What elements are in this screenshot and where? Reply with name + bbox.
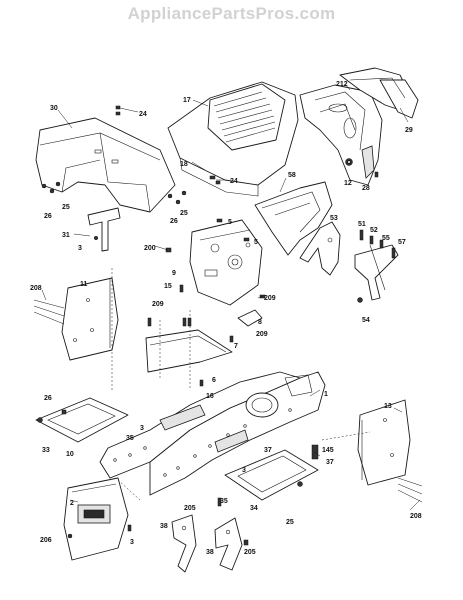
- callout-7: 7: [234, 343, 238, 350]
- hood-grille: [213, 91, 276, 143]
- callout-57: 57: [398, 239, 406, 246]
- part-rear-fender[interactable]: [35, 117, 176, 213]
- part-grille-housing[interactable]: [299, 84, 383, 186]
- callout-145: 145: [322, 447, 334, 454]
- callout-24: 24: [139, 111, 147, 118]
- callout-29: 29: [405, 127, 413, 134]
- callout-25c: 25: [286, 519, 294, 526]
- part-linkage[interactable]: [354, 229, 399, 303]
- part-left-footrest[interactable]: [35, 397, 129, 443]
- callout-33: 33: [42, 447, 50, 454]
- callout-208b: 208: [410, 513, 422, 520]
- callout-13: 13: [384, 403, 392, 410]
- hood-hardware[interactable]: [41, 105, 379, 241]
- callout-200: 200: [144, 245, 156, 252]
- callout-35b: 35: [220, 498, 228, 505]
- callout-205b: 205: [244, 549, 256, 556]
- callout-3c: 3: [242, 467, 246, 474]
- callout-labels: 30 24 17 212 29 18 24 12 28 26 25 26 25 …: [30, 81, 422, 556]
- callout-53: 53: [330, 215, 338, 222]
- callout-54: 54: [362, 317, 370, 324]
- panel-hardware[interactable]: [165, 218, 266, 299]
- part-floor-plate[interactable]: [145, 309, 263, 390]
- callout-18: 18: [180, 161, 188, 168]
- callout-5b: 5: [254, 239, 258, 246]
- callout-208: 208: [30, 285, 42, 292]
- callout-26: 26: [44, 213, 52, 220]
- callout-26b: 26: [170, 218, 178, 225]
- callout-25: 25: [62, 204, 70, 211]
- callout-209c: 209: [256, 331, 268, 338]
- callout-26c: 26: [44, 395, 52, 402]
- callout-1: 1: [324, 391, 328, 398]
- part-left-side-panel[interactable]: [33, 268, 119, 390]
- part-dash-bracket[interactable]: [189, 219, 263, 306]
- callout-209b: 209: [264, 295, 276, 302]
- callout-205: 205: [184, 505, 196, 512]
- callout-3b: 3: [140, 425, 144, 432]
- callout-5: 5: [228, 219, 232, 226]
- callout-55: 55: [382, 235, 390, 242]
- callout-11: 11: [80, 281, 88, 288]
- callout-17: 17: [183, 97, 191, 104]
- callout-12: 12: [344, 180, 352, 187]
- callout-38b: 38: [206, 549, 214, 556]
- callout-10: 10: [66, 451, 74, 458]
- callout-52: 52: [370, 227, 378, 234]
- part-lower-bracket-right[interactable]: [214, 497, 249, 571]
- callout-35: 35: [126, 435, 134, 442]
- callout-8: 8: [258, 319, 262, 326]
- callout-58: 58: [288, 172, 296, 179]
- callout-3: 3: [78, 245, 82, 252]
- callout-38: 38: [160, 523, 168, 530]
- part-main-frame[interactable]: [99, 371, 326, 496]
- frame-holes: [113, 408, 292, 477]
- callout-9: 9: [172, 270, 176, 277]
- part-right-side-panel[interactable]: [311, 399, 423, 503]
- callout-28: 28: [362, 185, 370, 192]
- part-grille-bracket[interactable]: [339, 67, 419, 119]
- part-steering-bracket[interactable]: [299, 221, 341, 276]
- callout-24b: 24: [230, 178, 238, 185]
- part-front-plate[interactable]: [63, 477, 141, 561]
- callout-30: 30: [50, 105, 58, 112]
- callout-51: 51: [358, 221, 366, 228]
- callout-212: 212: [336, 81, 348, 88]
- site-watermark: AppliancePartsPros.com: [127, 4, 336, 23]
- callout-34: 34: [250, 505, 258, 512]
- callout-3d: 3: [130, 539, 134, 546]
- callout-209: 209: [152, 301, 164, 308]
- callout-16: 16: [206, 393, 214, 400]
- callout-2: 2: [70, 500, 74, 507]
- callout-37: 37: [264, 447, 272, 454]
- leader-lines: [41, 83, 421, 511]
- fender-bracket[interactable]: [87, 207, 121, 252]
- callout-15: 15: [164, 283, 172, 290]
- callout-37b: 37: [326, 459, 334, 466]
- callout-31: 31: [62, 232, 70, 239]
- callout-25b: 25: [180, 210, 188, 217]
- part-right-footrest[interactable]: [224, 449, 319, 501]
- part-dash-panel[interactable]: [254, 181, 333, 256]
- callout-6: 6: [212, 377, 216, 384]
- part-lower-bracket-left[interactable]: [171, 514, 197, 573]
- callout-206: 206: [40, 537, 52, 544]
- part-hood[interactable]: [167, 81, 299, 197]
